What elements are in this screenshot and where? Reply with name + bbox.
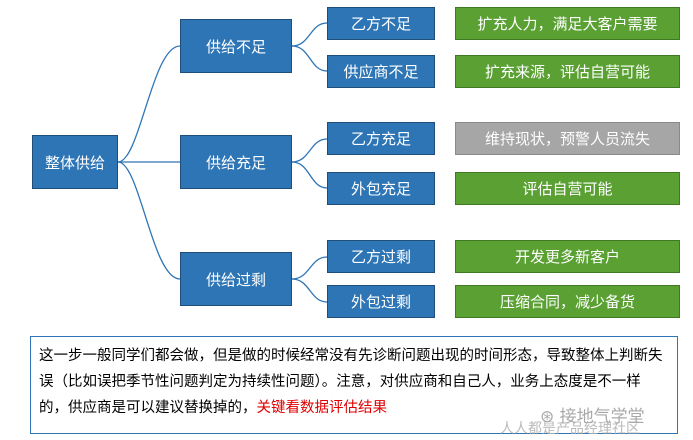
branch-node-supply-excess: 供给过剩 [180,252,292,306]
child-label: 乙方过剩 [350,248,411,266]
result-node-b2-c2: 评估自营可能 [455,172,680,205]
child-label: 乙方不足 [350,15,411,33]
child-node-b2-c2: 外包充足 [327,172,435,205]
result-node-b1-c2: 扩充来源，评估自营可能 [455,55,680,88]
result-label: 扩充来源，评估自营可能 [484,63,650,81]
result-node-b3-c1: 开发更多新客户 [455,240,680,273]
connector-root-b3 [117,161,181,280]
branch-label: 供给不足 [205,37,266,56]
root-node: 整体供给 [32,135,118,189]
connector-b2-c1 [291,138,328,163]
result-node-b1-c1: 扩充人力，满足大客户需要 [455,7,680,40]
child-node-b1-c1: 乙方不足 [327,7,435,40]
root-label: 整体供给 [44,153,105,172]
result-label: 评估自营可能 [522,180,613,198]
note-text: 这一步一般同学们都会做，但是做的时候经常没有先诊断问题出现的时间形态，导致整体上… [39,348,663,416]
watermark-line2: 人人都是产品经理社区 [500,421,640,437]
watermark-title: ⊛ 接地气学堂 [540,402,645,427]
result-label: 维持现状，预警人员流失 [484,130,650,148]
note-highlight: 关键看数据评估结果 [256,400,388,416]
result-label: 扩充人力，满足大客户需要 [477,15,658,33]
child-label: 乙方充足 [350,130,411,148]
branch-node-supply-enough: 供给充足 [180,135,292,189]
result-node-b2-c1: 维持现状，预警人员流失 [455,122,680,155]
connector-b1-c1 [291,22,328,47]
connector-root-b1 [117,45,181,163]
connector-b3-c2 [291,278,328,303]
child-label: 外包过剩 [350,293,411,311]
branch-label: 供给过剩 [205,270,266,289]
note-box: 这一步一般同学们都会做，但是做的时候经常没有先诊断问题出现的时间形态，导致整体上… [30,336,678,434]
watermark-line1: 接地气学堂 [559,407,645,427]
child-node-b3-c2: 外包过剩 [327,285,435,318]
result-node-b3-c2: 压缩合同，减少备货 [455,285,680,318]
child-node-b1-c2: 供应商不足 [327,55,435,88]
watermark-subtitle: 人人都是产品经理社区 [500,418,640,438]
result-label: 开发更多新客户 [514,248,620,266]
wechat-icon: ⊛ [540,407,560,427]
child-node-b2-c1: 乙方充足 [327,122,435,155]
child-label: 外包充足 [350,180,411,198]
branch-label: 供给充足 [205,153,266,172]
child-label: 供应商不足 [343,63,419,81]
child-node-b3-c1: 乙方过剩 [327,240,435,273]
connector-b1-c2 [291,45,328,72]
connector-b3-c1 [291,256,328,280]
branch-node-supply-short: 供给不足 [180,19,292,73]
result-label: 压缩合同，减少备货 [499,293,635,311]
connector-b2-c2 [291,161,328,189]
